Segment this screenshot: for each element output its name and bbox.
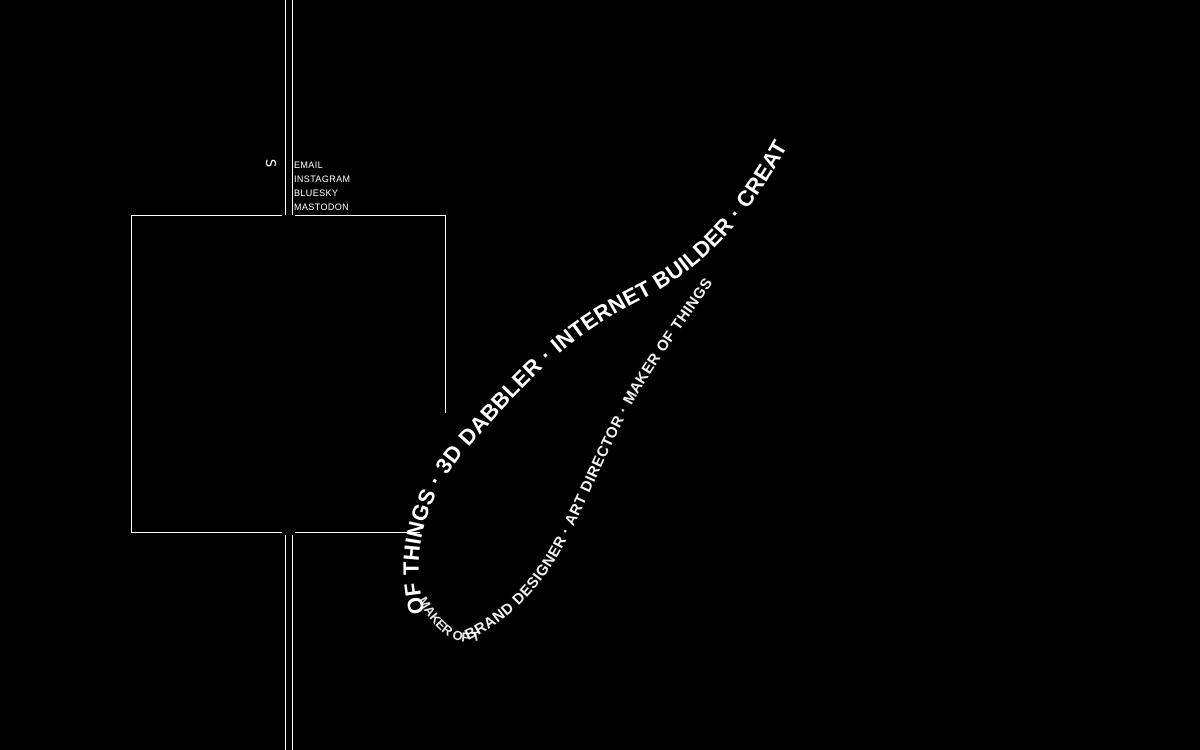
frame-right-edge [445,215,446,413]
social-link-email[interactable]: EMAIL [294,160,324,170]
social-link-bluesky[interactable]: BLUESKY [294,188,339,198]
content-frame [131,215,446,533]
rail-line-right-lower [292,535,293,750]
frame-left-edge [131,215,132,533]
social-links-list: EMAIL INSTAGRAM BLUESKY MASTODON [294,158,350,214]
frame-top-edge-left [131,215,282,216]
social-link-instagram[interactable]: INSTAGRAM [294,174,351,184]
frame-top-edge-right [295,215,446,216]
rail-line-right [292,0,293,215]
ribbon-front-textpath: OF THINGS · 3D DABBLER · INTERNET BUILDE… [399,136,792,617]
frame-bottom-edge-right [295,532,420,533]
rail-line-left-lower [285,535,286,750]
frame-bottom-edge-left [131,532,282,533]
rail-line-left [285,0,286,215]
social-link-mastodon[interactable]: MASTODON [294,202,350,212]
ribbon-front-text: OF THINGS · 3D DABBLER · INTERNET BUILDE… [399,136,793,617]
